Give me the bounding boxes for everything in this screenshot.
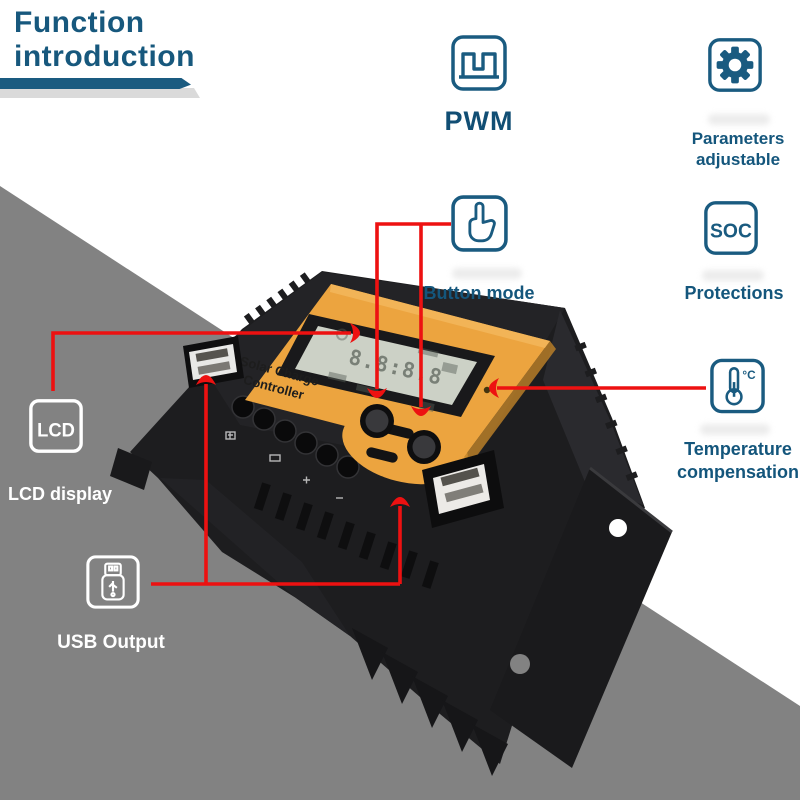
bottom-heatsink-fins (352, 628, 508, 776)
lcd-icon: LCD (29, 399, 83, 453)
terminal-holes (231, 395, 360, 479)
flange-hole-bottom (510, 654, 530, 674)
soc-icon: SOC (704, 201, 758, 255)
annotation-line-usb (151, 384, 402, 586)
watermark-smudge (708, 114, 770, 125)
title-underline-teal (0, 78, 191, 89)
pwm-label: PWM (444, 106, 514, 136)
usb-port-front (422, 450, 504, 528)
callout-parameters (706, 36, 764, 99)
usb-output-label: USB Output (57, 632, 165, 653)
callout-lcd: LCD (27, 396, 85, 461)
soc-icon-text: SOC (710, 220, 752, 243)
lcd-screen (295, 326, 477, 405)
annotation-lines (51, 222, 706, 586)
watermark-smudge (452, 268, 522, 279)
callout-protections: SOC (702, 199, 760, 262)
pwm-wave-icon (451, 35, 507, 91)
watermark-smudge (700, 424, 770, 435)
page-title: Function introduction (14, 6, 195, 73)
button-mode-label: Button mode (423, 283, 535, 303)
gear-icon (708, 38, 762, 92)
top-edge-fins (243, 272, 311, 325)
title-underline-gray (0, 88, 200, 98)
right-edge-fins (574, 341, 639, 481)
callout-pwm (449, 33, 509, 98)
callout-usb (84, 552, 142, 617)
thermometer-icon: °C (710, 358, 765, 414)
annotation-line-lcd (51, 331, 351, 391)
callout-temperature: °C (708, 356, 767, 421)
watermark-smudge (702, 270, 764, 281)
temperature-label: Temperature compensation (676, 439, 800, 483)
solar-charge-controller-photo: 8.8:8.8 Solar Charge Controller (110, 271, 673, 776)
lcd-icon-text: LCD (37, 420, 75, 442)
left-mount-tab (110, 448, 152, 490)
protections-label: Protections (684, 283, 784, 303)
mounting-flange (490, 466, 673, 768)
temperature-sensor-hole (483, 386, 491, 394)
celsius-icon-text: °C (742, 368, 756, 382)
annotation-line-button-1 (375, 222, 451, 389)
usb-icon (86, 555, 140, 609)
callout-button-mode (449, 193, 510, 259)
usb-port-top (183, 336, 244, 388)
parameters-label: Parameters adjustable (691, 129, 785, 170)
device-right-face (543, 310, 643, 505)
lcd-display-label: LCD display (7, 484, 113, 504)
terminal-symbols (225, 431, 343, 499)
vent-slots (253, 482, 439, 589)
flange-hole-top (609, 519, 627, 537)
device-buttons (360, 404, 441, 464)
finger-press-icon (451, 195, 508, 252)
